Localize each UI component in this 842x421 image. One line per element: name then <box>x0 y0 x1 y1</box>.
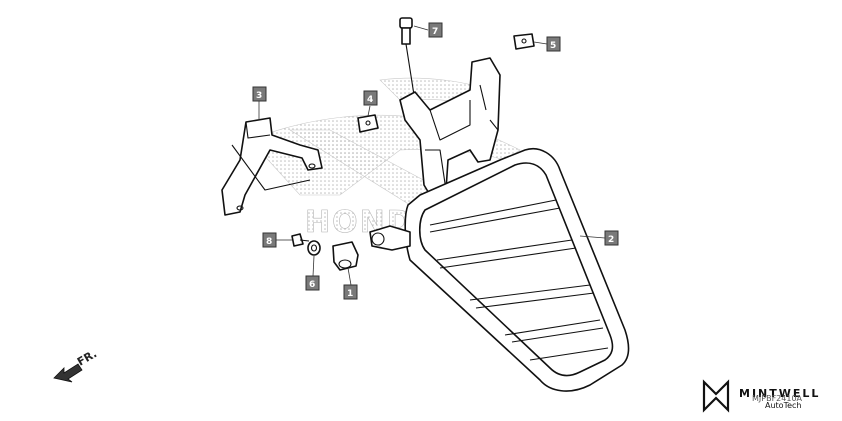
svg-text:8: 8 <box>266 237 272 247</box>
brand-logo: MINTWELL MJPBF2410A AutoTech <box>702 379 820 413</box>
part-8-screw <box>291 233 310 247</box>
svg-text:1: 1 <box>347 289 353 299</box>
callout-6: 6 <box>305 275 320 291</box>
leader-lines <box>258 25 606 286</box>
svg-text:7: 7 <box>432 27 438 37</box>
callout-5: 5 <box>546 36 561 52</box>
svg-text:4: 4 <box>367 95 373 105</box>
part-1-collar <box>332 241 359 271</box>
front-direction-arrow: FR. <box>53 347 99 383</box>
callout-8: 8 <box>262 232 277 248</box>
front-marker-text: FR. <box>75 347 99 368</box>
callout-3: 3 <box>252 86 267 102</box>
callout-7: 7 <box>428 22 443 38</box>
svg-text:3: 3 <box>256 91 262 101</box>
diagram-code: MJPBF2410A <box>752 394 803 403</box>
part-7-bolt <box>399 17 415 96</box>
brand-tagline: AutoTech <box>765 401 802 410</box>
callout-1: 1 <box>343 284 358 300</box>
brand-mark-icon <box>702 379 730 413</box>
callout-2: 2 <box>604 230 619 246</box>
part-3-bracket <box>221 117 323 216</box>
svg-text:5: 5 <box>550 41 556 51</box>
callout-4: 4 <box>363 90 378 106</box>
svg-text:2: 2 <box>608 235 614 245</box>
part-6-washer <box>307 240 321 256</box>
brand-name: MINTWELL <box>739 387 820 400</box>
part-4-clip <box>357 114 379 133</box>
part-2-rear-carrier <box>369 57 630 392</box>
part-5-clip <box>513 33 535 50</box>
svg-text:6: 6 <box>309 280 315 290</box>
